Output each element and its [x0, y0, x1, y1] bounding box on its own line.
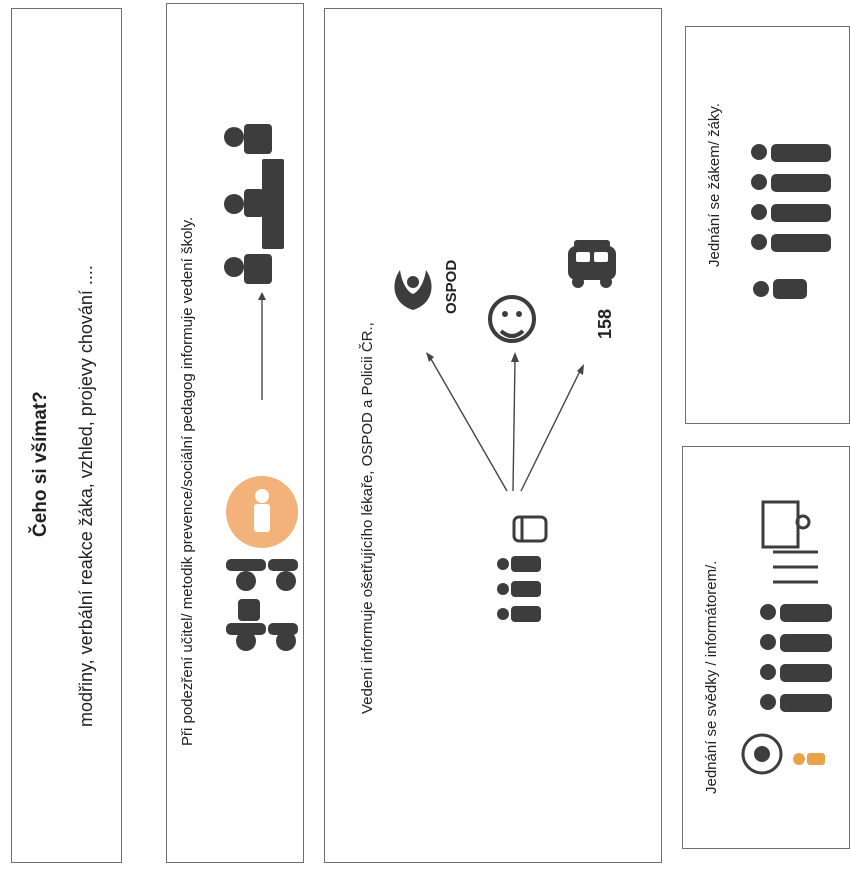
teacher-icon: [226, 559, 298, 651]
group-icon: [751, 144, 831, 252]
student-icon: [753, 279, 807, 299]
eye-icon: [741, 733, 783, 775]
arrow: [258, 292, 266, 400]
police-car-icon: [568, 240, 616, 288]
arrows-to-agencies: [426, 352, 584, 492]
panel-management-informs: Vedení informuje ošetřujícího lékaře, OS…: [324, 8, 662, 863]
panel-what-to-notice: Čeho si všímat? modřiny, verbální reakce…: [11, 8, 122, 863]
ospod-logo-icon: [394, 270, 432, 310]
panel-dealing-with-students: Jednání se žákem/ žáky.: [685, 26, 850, 424]
panel-text: Jednání se žákem/ žáky.: [706, 103, 723, 267]
meeting-icon: [224, 124, 284, 284]
panel-text: modřiny, verbální reakce žáka, vzhled, p…: [76, 265, 96, 727]
group-icon: [760, 604, 832, 712]
pointing-hands-icon: [761, 500, 818, 584]
phone-icon: [512, 515, 548, 543]
panel-suspicion: Při podezření učitel/ metodik prevence/s…: [166, 3, 304, 863]
panel-text: Jednání se svědky / informátorem/.: [703, 560, 720, 794]
panel-dealing-with-witnesses: Jednání se svědky / informátorem/.: [682, 446, 850, 849]
group-icon: [497, 556, 541, 622]
student-icon: [793, 753, 825, 765]
silhouette-avatar-icon: [226, 476, 298, 548]
panel-title: Čeho si všímat?: [30, 391, 51, 537]
doctor-icon: [488, 295, 536, 343]
panel-text: Při podezření učitel/ metodik prevence/s…: [179, 216, 196, 746]
